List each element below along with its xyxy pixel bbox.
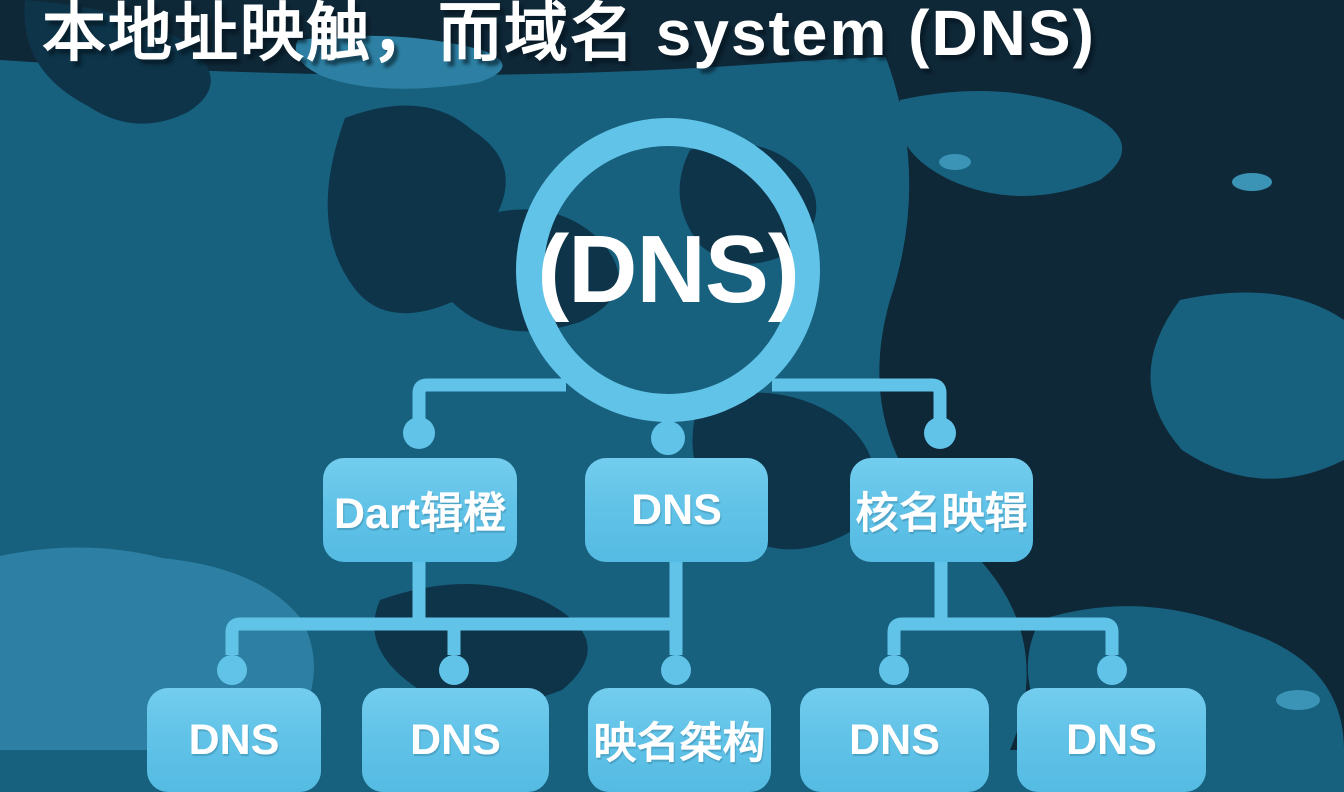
map-speck-2	[1232, 173, 1272, 191]
connector-dot-level2-left	[403, 417, 435, 449]
connector-root-right	[772, 378, 947, 430]
connector-dot-level2-center	[651, 421, 685, 455]
node-level2-2-label: 核名映辑	[855, 490, 1028, 538]
connector-dot-level2-right	[924, 417, 956, 449]
node-level3-1: DNS	[362, 688, 549, 792]
node-level3-4-label: DNS	[1066, 715, 1157, 764]
node-level2-0: Dart辑橙	[323, 458, 517, 562]
connector-dot-level3-5	[1097, 655, 1127, 685]
node-level3-0: DNS	[147, 688, 321, 792]
node-level2-0-label: Dart辑橙	[333, 490, 507, 538]
node-level3-0-label: DNS	[188, 715, 280, 764]
map-speck-1	[939, 154, 971, 170]
node-level2-2: 核名映辑	[850, 458, 1033, 562]
connector-dot-level3-2	[439, 655, 469, 685]
connector-right-subtree-bar	[887, 617, 1119, 655]
map-speck-3	[1276, 690, 1320, 710]
map-land-title-patch	[295, 35, 503, 89]
connector-left-subtree-bar	[225, 617, 676, 655]
node-level2-1: DNS	[585, 458, 768, 562]
connector-dot-level3-4	[879, 655, 909, 685]
node-level2-1-label: DNS	[631, 485, 722, 534]
dns-circle	[516, 118, 820, 422]
map-land-topleft	[24, 0, 211, 124]
connector-dot-level3-1	[217, 655, 247, 685]
map-land-bottomcenter	[374, 584, 588, 706]
node-level3-3-label: DNS	[849, 715, 940, 764]
map-land-europe	[327, 105, 619, 332]
connector-root-left	[412, 378, 566, 430]
tree-connectors	[217, 118, 1127, 685]
node-level3-1-label: DNS	[410, 715, 501, 764]
dns-circle-label: (DNS)	[537, 216, 800, 323]
node-level3-2: 映名桀构	[588, 688, 771, 792]
connector-dot-level3-3	[661, 655, 691, 685]
node-level3-3: DNS	[800, 688, 989, 792]
map-land-right2	[1150, 292, 1344, 479]
page-title: 本地址映触，而域名 system (DNS)	[42, 0, 1096, 69]
node-level3-2-label: 映名桀构	[593, 720, 766, 768]
node-level3-4: DNS	[1017, 688, 1206, 792]
